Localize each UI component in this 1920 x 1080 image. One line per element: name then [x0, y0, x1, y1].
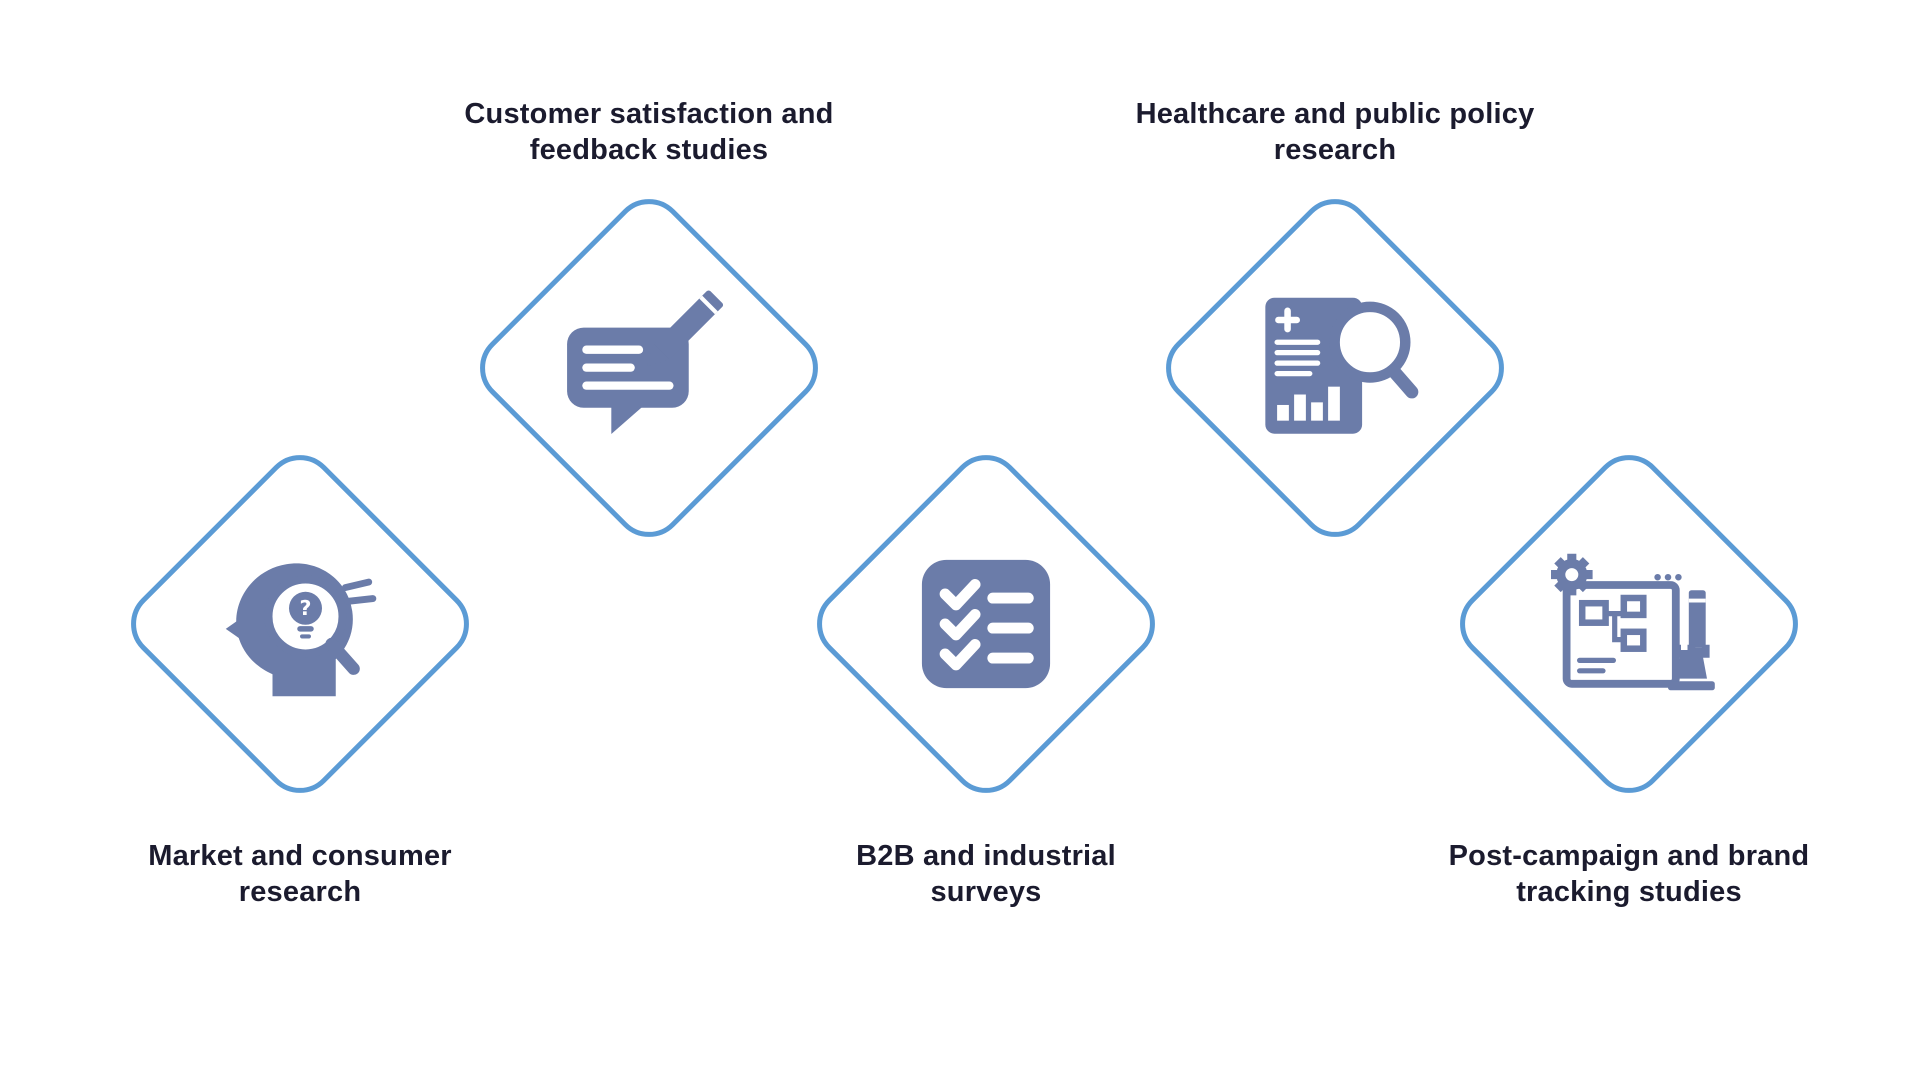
diamond-box: ?: [116, 440, 484, 808]
node-post-campaign-brand-tracking: Post-campaign and brand tracking studies: [1399, 440, 1859, 910]
diamond-shape: [1151, 184, 1519, 552]
strategy-board-icon: [1538, 546, 1720, 702]
node-label: B2B and industrial surveys: [856, 838, 1116, 910]
label-line: Healthcare and public policy: [1135, 98, 1535, 130]
label-line: feedback studies: [529, 134, 769, 166]
label-line: B2B and industrial: [856, 840, 1116, 872]
label-line: tracking studies: [1516, 876, 1742, 908]
label-line: Customer satisfaction and: [464, 98, 834, 130]
diamond-box: [1151, 184, 1519, 552]
speech-bubble-pencil-icon: [559, 289, 739, 448]
node-label: Market and consumer research: [148, 838, 452, 910]
diamond-box: [465, 184, 833, 552]
label-line: Post-campaign and brand: [1448, 840, 1810, 872]
node-customer-satisfaction: Customer satisfaction and feedback studi…: [419, 96, 879, 552]
report-magnifier-icon: [1250, 290, 1420, 447]
diamond-shape: ?: [116, 440, 484, 808]
node-b2b-industrial-surveys: B2B and industrial surveys: [756, 440, 1216, 910]
label-line: surveys: [930, 876, 1042, 908]
label-line: research: [238, 876, 362, 908]
node-market-consumer-research: ? Market and consumer research: [70, 440, 530, 910]
node-label: Healthcare and public policy research: [1136, 96, 1535, 168]
chess-rook-icon: [1668, 644, 1715, 691]
diamond-box: [1445, 440, 1813, 808]
svg-text:?: ?: [300, 595, 312, 619]
node-label: Post-campaign and brand tracking studies: [1449, 838, 1810, 910]
label-line: research: [1273, 134, 1397, 166]
diamond-shape: [1445, 440, 1813, 808]
diamond-shape: [465, 184, 833, 552]
label-line: Market and consumer: [148, 840, 452, 872]
head-lightbulb-magnifier-icon: ?: [218, 542, 383, 707]
diamond-shape: [802, 440, 1170, 808]
diamond-box: [802, 440, 1170, 808]
node-label: Customer satisfaction and feedback studi…: [464, 96, 833, 168]
checklist-icon: [911, 549, 1061, 699]
node-healthcare-public-policy: Healthcare and public policy research: [1105, 96, 1565, 552]
gear-icon: [1551, 553, 1593, 596]
